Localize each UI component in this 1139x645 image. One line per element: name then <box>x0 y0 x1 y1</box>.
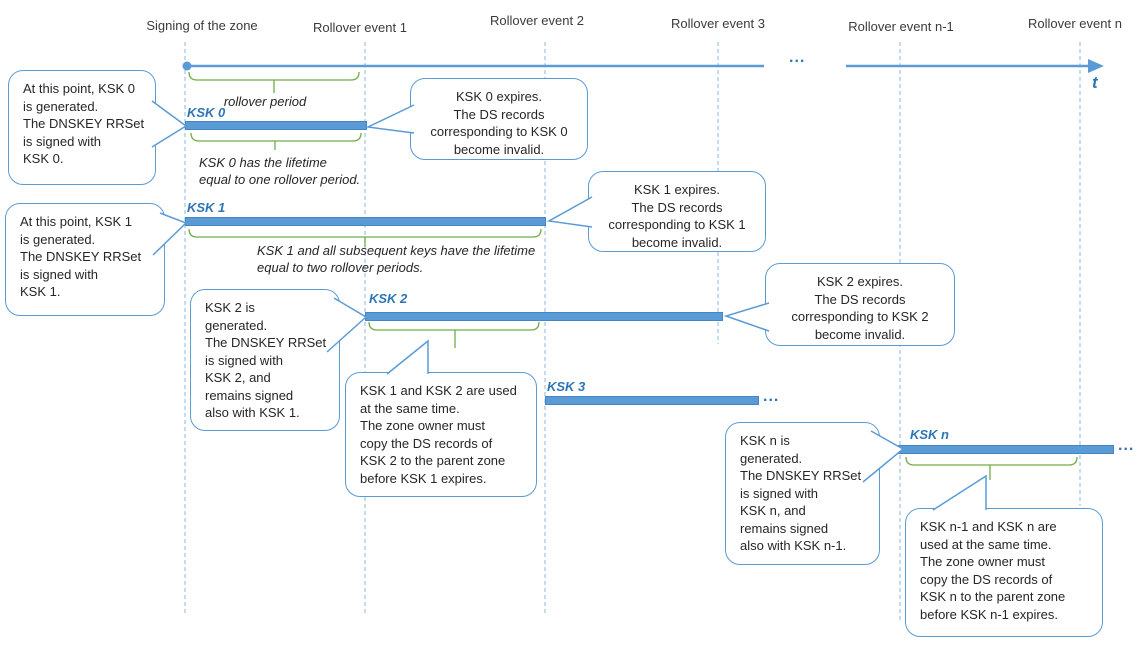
callout-ksk0-generated-text: At this point, KSK 0 is generated. The D… <box>23 81 145 166</box>
ksk3-label: KSK 3 <box>547 379 586 394</box>
kskn-bar <box>898 445 1114 454</box>
callout-kskn-overlap-text: KSK n-1 and KSK n are used at the same t… <box>920 519 1066 622</box>
callout-ksk1-expires-text: KSK 1 expires. The DS records correspond… <box>608 182 746 250</box>
callout-ksk1-expires: KSK 1 expires. The DS records correspond… <box>588 171 766 252</box>
ksk2-bar <box>365 312 723 321</box>
ksk3-ellipsis: ... <box>763 388 780 405</box>
ksk1-bar <box>185 217 546 226</box>
callout-ksk0-expires: KSK 0 expires. The DS records correspond… <box>410 78 588 160</box>
time-axis-arrowhead-icon <box>1088 59 1104 73</box>
caption-rollover-period: rollover period <box>223 94 307 109</box>
callout-ksk0-expires-text: KSK 0 expires. The DS records correspond… <box>430 89 568 157</box>
event-label-rollover-1: Rollover event 1 <box>313 20 407 35</box>
brace-rollover-period <box>188 71 360 93</box>
caption-ksk1-lifetime: KSK 1 and all subsequent keys have the l… <box>257 243 536 275</box>
time-axis-label: t <box>1092 73 1098 92</box>
event-label-rollover-n: Rollover event n <box>1028 16 1122 31</box>
callout-ksk2-generated-text: KSK 2 is generated. The DNSKEY RRSet is … <box>205 300 327 420</box>
caption-ksk0-lifetime: KSK 0 has the lifetime equal to one roll… <box>199 155 361 187</box>
pointer-ksk2-expires <box>723 302 770 332</box>
callout-ksk1-generated: At this point, KSK 1 is generated. The D… <box>5 203 165 316</box>
event-label-rollover-3: Rollover event 3 <box>671 16 765 31</box>
callout-ksk2-expires: KSK 2 expires. The DS records correspond… <box>765 263 955 346</box>
event-label-rollover-2: Rollover event 2 <box>490 13 584 28</box>
ksk2-label: KSK 2 <box>369 291 408 306</box>
ksk1-label: KSK 1 <box>187 200 226 215</box>
callout-ksk2-expires-text: KSK 2 expires. The DS records correspond… <box>791 274 929 342</box>
kskn-label: KSK n <box>910 427 949 442</box>
callout-ksk2-generated: KSK 2 is generated. The DNSKEY RRSet is … <box>190 289 340 431</box>
brace-ksk0-lifetime <box>190 132 362 150</box>
callout-ksk1-ksk2-overlap: KSK 1 and KSK 2 are used at the same tim… <box>345 372 537 497</box>
pointer-ksk1-expires <box>546 196 593 228</box>
ksk0-label: KSK 0 <box>187 105 226 120</box>
time-axis-ellipsis: ... <box>789 49 806 66</box>
event-label-rollover-n-1: Rollover event n-1 <box>848 19 954 34</box>
callout-ksk1-generated-text: At this point, KSK 1 is generated. The D… <box>20 214 142 299</box>
pointer-ksk0-expires <box>365 104 415 134</box>
ksk3-bar <box>545 396 759 405</box>
callout-kskn-overlap: KSK n-1 and KSK n are used at the same t… <box>905 508 1103 637</box>
brace-kskn-overlap <box>905 456 1078 480</box>
time-axis-origin-dot <box>182 61 192 71</box>
brace-ksk1-ksk2-overlap <box>368 321 540 348</box>
callout-kskn-generated-text: KSK n is generated. The DNSKEY RRSet is … <box>740 433 862 553</box>
pointer-kskn-overlap <box>932 474 987 511</box>
ksk0-bar <box>185 121 367 130</box>
callout-ksk0-generated: At this point, KSK 0 is generated. The D… <box>8 70 156 185</box>
callout-kskn-generated: KSK n is generated. The DNSKEY RRSet is … <box>725 422 880 565</box>
event-label-signing: Signing of the zone <box>146 18 258 33</box>
pointer-ksk1-ksk2-overlap <box>386 339 429 375</box>
kskn-ellipsis: ... <box>1118 437 1135 454</box>
callout-ksk1-ksk2-overlap-text: KSK 1 and KSK 2 are used at the same tim… <box>360 383 517 486</box>
pointer-ksk0-generated <box>151 100 188 148</box>
